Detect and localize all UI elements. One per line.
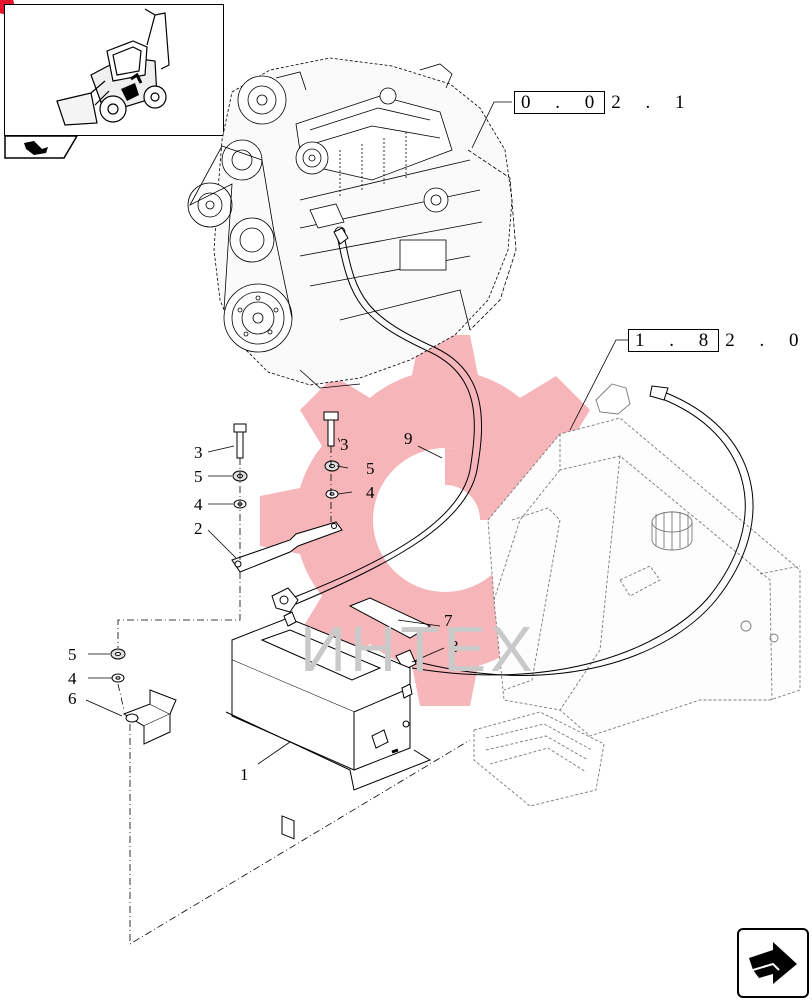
arrow-tab-icon (4, 135, 78, 159)
reference-tank-boxed: 1 . 8 (628, 329, 720, 352)
washers (110, 460, 340, 683)
battery-bracket (122, 689, 177, 745)
callout-4: 4 (68, 669, 77, 688)
leader-lines (85, 101, 628, 765)
reference-engine-rest: 2 . 1 (611, 92, 695, 113)
assembly-lines (117, 446, 471, 945)
battery-pad (348, 597, 432, 639)
callout-5: 5 (68, 645, 77, 664)
bolt-right (323, 411, 339, 447)
callout-6: 6 (68, 689, 77, 708)
machine-thumbnail[interactable] (4, 4, 224, 136)
callout-7: 7 (444, 611, 453, 630)
battery (225, 611, 432, 840)
bolt-left (233, 423, 247, 459)
hold-down-strap (231, 521, 343, 573)
watermark-text: ИНТЕХ (300, 613, 537, 685)
callout-3: 3 (340, 435, 349, 454)
callout-4: 4 (194, 495, 203, 514)
next-page-button[interactable] (737, 928, 809, 998)
cable-8 (395, 385, 754, 676)
engine-assembly (187, 57, 517, 389)
callout-8: 8 (450, 637, 459, 656)
callout-1: 1 (240, 765, 249, 784)
callout-2: 2 (194, 519, 203, 538)
reference-tank-rest: 2 . 0 (725, 330, 809, 351)
callout-5: 5 (194, 467, 203, 486)
backhoe-loader-icon (56, 8, 170, 126)
cable-9 (271, 227, 483, 613)
reference-engine-boxed: 0 . 0 (514, 91, 606, 114)
next-page-arrow-icon (749, 942, 797, 984)
callout-4: 4 (366, 483, 375, 502)
callout-9: 9 (404, 429, 413, 448)
callout-3: 3 (194, 443, 203, 462)
callout-5: 5 (366, 459, 375, 478)
thumbnail-tab[interactable] (4, 135, 78, 159)
fuel-tank-assembly (473, 383, 801, 807)
